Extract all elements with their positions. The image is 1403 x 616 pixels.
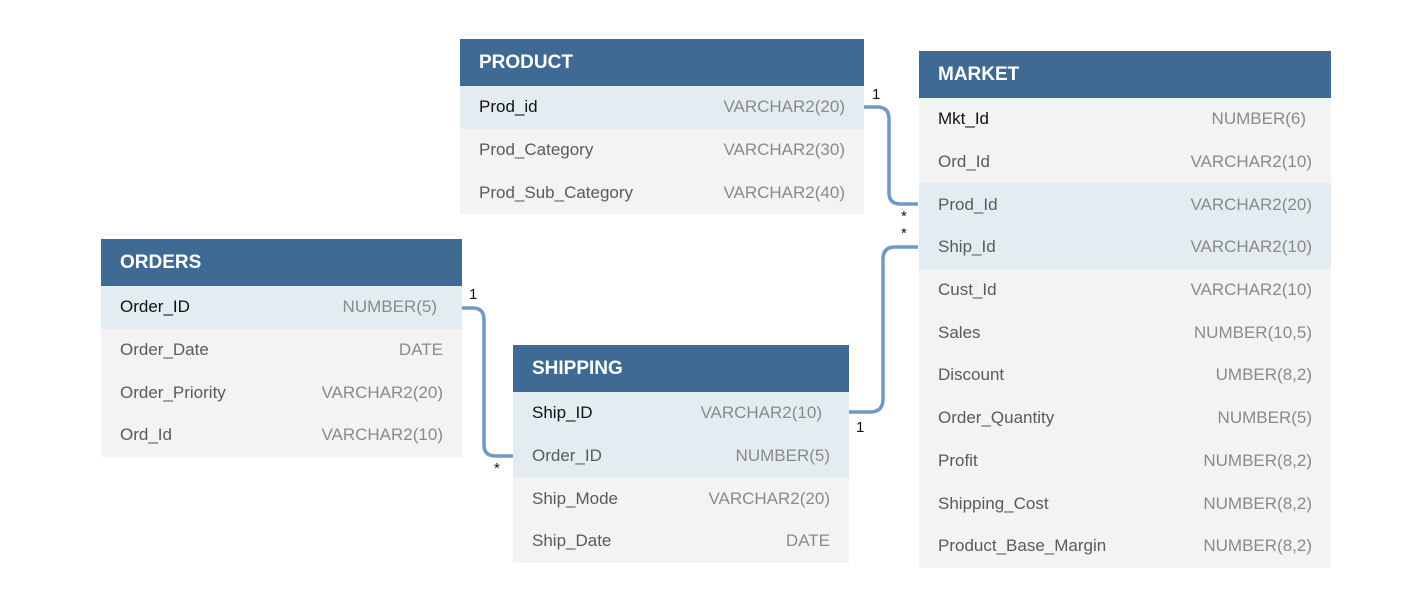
column-name: Order_ID [120, 297, 190, 317]
entity-shipping-header: SHIPPING [513, 345, 849, 392]
column-name: Mkt_Id [938, 109, 990, 129]
column-name: Discount [938, 365, 1005, 385]
column-name: Product_Base_Margin [938, 536, 1107, 556]
entity-market[interactable]: MARKET Mkt_Id NUMBER(6) Ord_Id VARCHAR2(… [919, 51, 1331, 568]
column-name: Cust_Id [938, 280, 997, 300]
column-name: Shipping_Cost [938, 493, 1049, 513]
column-name: Ship_ID [532, 403, 593, 423]
cardinality-shipping-order-many: * [494, 460, 500, 477]
connector-orders-shipping [462, 306, 513, 458]
column-type: VARCHAR2(20) [1190, 194, 1312, 214]
entity-market-header: MARKET [919, 51, 1331, 98]
shipping-row-order-id[interactable]: Order_ID NUMBER(5) [513, 434, 849, 478]
market-row-product-base-margin[interactable]: Product_Base_Margin NUMBER(8,2) [919, 525, 1331, 568]
column-name: Order_Date [120, 340, 209, 360]
market-row-prod-id[interactable]: Prod_Id VARCHAR2(20) [919, 183, 1331, 227]
entity-product-title: PRODUCT [479, 51, 573, 73]
column-name: Prod_Id [938, 194, 998, 214]
column-type: NUMBER(5) [342, 297, 437, 317]
column-name: Prod_Category [479, 140, 594, 160]
column-name: Ship_Id [938, 237, 996, 257]
column-name: Sales [938, 322, 981, 342]
entity-shipping-title: SHIPPING [532, 357, 623, 379]
column-type: VARCHAR2(30) [723, 140, 845, 160]
entity-orders[interactable]: ORDERS Order_ID NUMBER(5) Order_Date DAT… [101, 239, 462, 457]
shipping-row-ship-id[interactable]: Ship_ID VARCHAR2(10) [513, 392, 849, 435]
column-type: NUMBER(6) [1211, 109, 1306, 129]
cardinality-market-prod-many: * [901, 208, 907, 225]
column-type: VARCHAR2(10) [1190, 280, 1312, 300]
column-type: VARCHAR2(10) [700, 403, 822, 423]
product-row-prod-category[interactable]: Prod_Category VARCHAR2(30) [460, 129, 864, 172]
orders-row-order-id[interactable]: Order_ID NUMBER(5) [101, 286, 462, 329]
column-type: NUMBER(8,2) [1203, 493, 1312, 513]
product-row-prod-id[interactable]: Prod_id VARCHAR2(20) [460, 86, 864, 129]
column-type: VARCHAR2(20) [723, 97, 845, 117]
column-name: Order_ID [532, 446, 602, 466]
cardinality-orders-one: 1 [469, 286, 478, 303]
column-type: NUMBER(5) [735, 446, 830, 466]
entity-orders-header: ORDERS [101, 239, 462, 286]
column-type: NUMBER(8,2) [1203, 536, 1312, 556]
cardinality-shipping-one: 1 [856, 419, 865, 436]
orders-row-order-priority[interactable]: Order_Priority VARCHAR2(20) [101, 371, 462, 414]
market-row-cust-id[interactable]: Cust_Id VARCHAR2(10) [919, 269, 1331, 312]
column-name: Prod_Sub_Category [479, 182, 634, 202]
column-type: VARCHAR2(20) [321, 382, 443, 402]
column-name: Ord_Id [120, 425, 172, 445]
market-row-discount[interactable]: Discount UMBER(8,2) [919, 354, 1331, 397]
entity-market-title: MARKET [938, 63, 1020, 85]
cardinality-market-ship-many: * [901, 225, 907, 242]
column-type: UMBER(8,2) [1215, 365, 1312, 385]
entity-orders-title: ORDERS [120, 251, 202, 273]
column-name: Profit [938, 450, 978, 470]
connector-product-market [864, 105, 918, 206]
column-type: VARCHAR2(20) [708, 488, 830, 508]
column-name: Order_Quantity [938, 408, 1055, 428]
shipping-row-ship-date[interactable]: Ship_Date DATE [513, 520, 849, 563]
cardinality-product-one: 1 [872, 86, 881, 103]
column-name: Ord_Id [938, 152, 990, 172]
market-row-profit[interactable]: Profit NUMBER(8,2) [919, 440, 1331, 483]
market-row-mkt-id[interactable]: Mkt_Id NUMBER(6) [919, 98, 1331, 141]
column-type: VARCHAR2(40) [723, 182, 845, 202]
connector-shipping-market [849, 245, 918, 414]
column-name: Ship_Date [532, 531, 612, 551]
column-name: Prod_id [479, 97, 538, 117]
entity-shipping[interactable]: SHIPPING Ship_ID VARCHAR2(10) Order_ID N… [513, 345, 849, 563]
market-row-ship-id[interactable]: Ship_Id VARCHAR2(10) [919, 226, 1331, 269]
column-type: DATE [398, 340, 443, 360]
market-row-sales[interactable]: Sales NUMBER(10,5) [919, 311, 1331, 354]
column-type: NUMBER(10,5) [1193, 322, 1312, 342]
column-type: DATE [785, 531, 830, 551]
shipping-row-ship-mode[interactable]: Ship_Mode VARCHAR2(20) [513, 477, 849, 520]
market-row-ord-id[interactable]: Ord_Id VARCHAR2(10) [919, 141, 1331, 184]
market-row-shipping-cost[interactable]: Shipping_Cost NUMBER(8,2) [919, 482, 1331, 525]
column-type: NUMBER(8,2) [1203, 450, 1312, 470]
orders-row-order-date[interactable]: Order_Date DATE [101, 329, 462, 372]
entity-product-header: PRODUCT [460, 39, 864, 86]
product-row-prod-sub-category[interactable]: Prod_Sub_Category VARCHAR2(40) [460, 171, 864, 214]
column-name: Order_Priority [120, 382, 226, 402]
orders-row-ord-id[interactable]: Ord_Id VARCHAR2(10) [101, 414, 462, 457]
entity-product[interactable]: PRODUCT Prod_id VARCHAR2(20) Prod_Catego… [460, 39, 864, 215]
column-type: VARCHAR2(10) [1190, 152, 1312, 172]
column-type: VARCHAR2(10) [321, 425, 443, 445]
column-type: NUMBER(5) [1217, 408, 1312, 428]
column-type: VARCHAR2(10) [1190, 237, 1312, 257]
column-name: Ship_Mode [532, 488, 619, 508]
market-row-order-quantity[interactable]: Order_Quantity NUMBER(5) [919, 397, 1331, 440]
